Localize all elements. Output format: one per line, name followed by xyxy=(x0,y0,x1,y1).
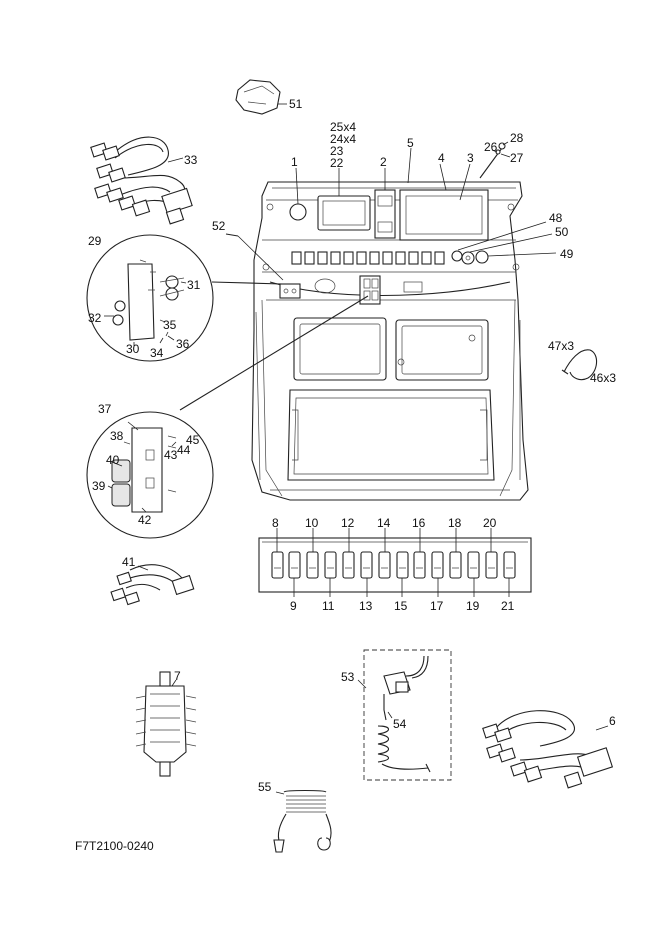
callout-48: 48 xyxy=(549,211,563,225)
callout-24: 24x4 xyxy=(330,132,356,146)
callout-40: 40 xyxy=(106,453,120,467)
callout-50: 50 xyxy=(555,225,569,239)
callout-9: 9 xyxy=(290,599,297,613)
part-51-cover xyxy=(235,79,287,115)
callout-36: 36 xyxy=(176,337,190,351)
callout-15: 15 xyxy=(394,599,408,613)
part-3-4-main-display xyxy=(399,163,489,241)
panel-switch-row xyxy=(291,251,445,265)
callout-45: 45 xyxy=(186,433,200,447)
callout-30: 30 xyxy=(126,342,140,356)
part-26-28-screw xyxy=(479,141,511,179)
callout-26: 26 xyxy=(484,140,498,154)
callout-13: 13 xyxy=(359,599,373,613)
callout-7: 7 xyxy=(174,669,181,683)
part-33-wire-harness xyxy=(90,136,193,225)
callout-44: 44 xyxy=(177,443,191,457)
callout-12: 12 xyxy=(341,516,355,530)
part-2-switch-module xyxy=(374,168,396,239)
callout-4: 4 xyxy=(438,151,445,165)
callout-18: 18 xyxy=(448,516,462,530)
callout-38: 38 xyxy=(110,429,124,443)
part-52-pin xyxy=(225,233,284,281)
panel-lower-switch-blocks xyxy=(279,275,423,305)
callout-29: 29 xyxy=(88,234,102,248)
callout-52: 52 xyxy=(212,219,226,233)
callout-22: 22 xyxy=(330,156,344,170)
callout-39: 39 xyxy=(92,479,106,493)
callout-49: 49 xyxy=(560,247,574,261)
callout-8: 8 xyxy=(272,516,279,530)
part-55-coil-cord xyxy=(273,789,332,853)
part-1-round-plug xyxy=(289,167,307,221)
callout-51: 51 xyxy=(289,97,303,111)
callout-1: 1 xyxy=(291,155,298,169)
callout-34: 34 xyxy=(150,346,164,360)
callout-6: 6 xyxy=(609,714,616,728)
callout-27: 27 xyxy=(510,151,524,165)
callout-55: 55 xyxy=(258,780,272,794)
part-46-47-cable-ties xyxy=(561,349,598,381)
callout-47: 47x3 xyxy=(548,339,574,353)
callout-2: 2 xyxy=(380,155,387,169)
callout-32: 32 xyxy=(88,311,102,325)
callout-3: 3 xyxy=(467,151,474,165)
part-7-fuse-block xyxy=(135,671,197,777)
detail-29-switch-panel xyxy=(86,234,283,362)
callout-28: 28 xyxy=(510,131,524,145)
callout-20: 20 xyxy=(483,516,497,530)
drawing-code: F7T2100-0240 xyxy=(75,839,154,853)
callout-21: 21 xyxy=(501,599,515,613)
callout-53: 53 xyxy=(341,670,355,684)
detail-37-switch-panel xyxy=(86,295,369,539)
part-48-50-49-sockets xyxy=(451,221,557,265)
callout-14: 14 xyxy=(377,516,391,530)
callout-16: 16 xyxy=(412,516,426,530)
callout-31: 31 xyxy=(187,278,201,292)
callout-54: 54 xyxy=(393,717,407,731)
callout-37: 37 xyxy=(98,402,112,416)
callout-23: 23 xyxy=(330,144,344,158)
callout-46: 46x3 xyxy=(590,371,616,385)
callout-25: 25x4 xyxy=(330,120,356,134)
callout-10: 10 xyxy=(305,516,319,530)
part-6-wire-harness xyxy=(482,710,614,789)
callout-43: 43 xyxy=(164,448,178,462)
callout-labels: 51 25x4 24x4 23 22 1 2 5 4 3 26 28 27 33… xyxy=(88,97,616,794)
callout-41: 41 xyxy=(122,555,136,569)
callout-5: 5 xyxy=(407,136,414,150)
part-41-wire-harness xyxy=(110,564,195,606)
callout-33: 33 xyxy=(184,153,198,167)
part-22-display xyxy=(317,168,371,231)
switch-strip xyxy=(258,528,532,597)
callout-35: 35 xyxy=(163,318,177,332)
callout-11: 11 xyxy=(322,599,335,613)
part-53-54-lanyard-switch xyxy=(357,649,452,781)
callout-42: 42 xyxy=(138,513,152,527)
callout-17: 17 xyxy=(430,599,444,613)
callout-19: 19 xyxy=(466,599,480,613)
